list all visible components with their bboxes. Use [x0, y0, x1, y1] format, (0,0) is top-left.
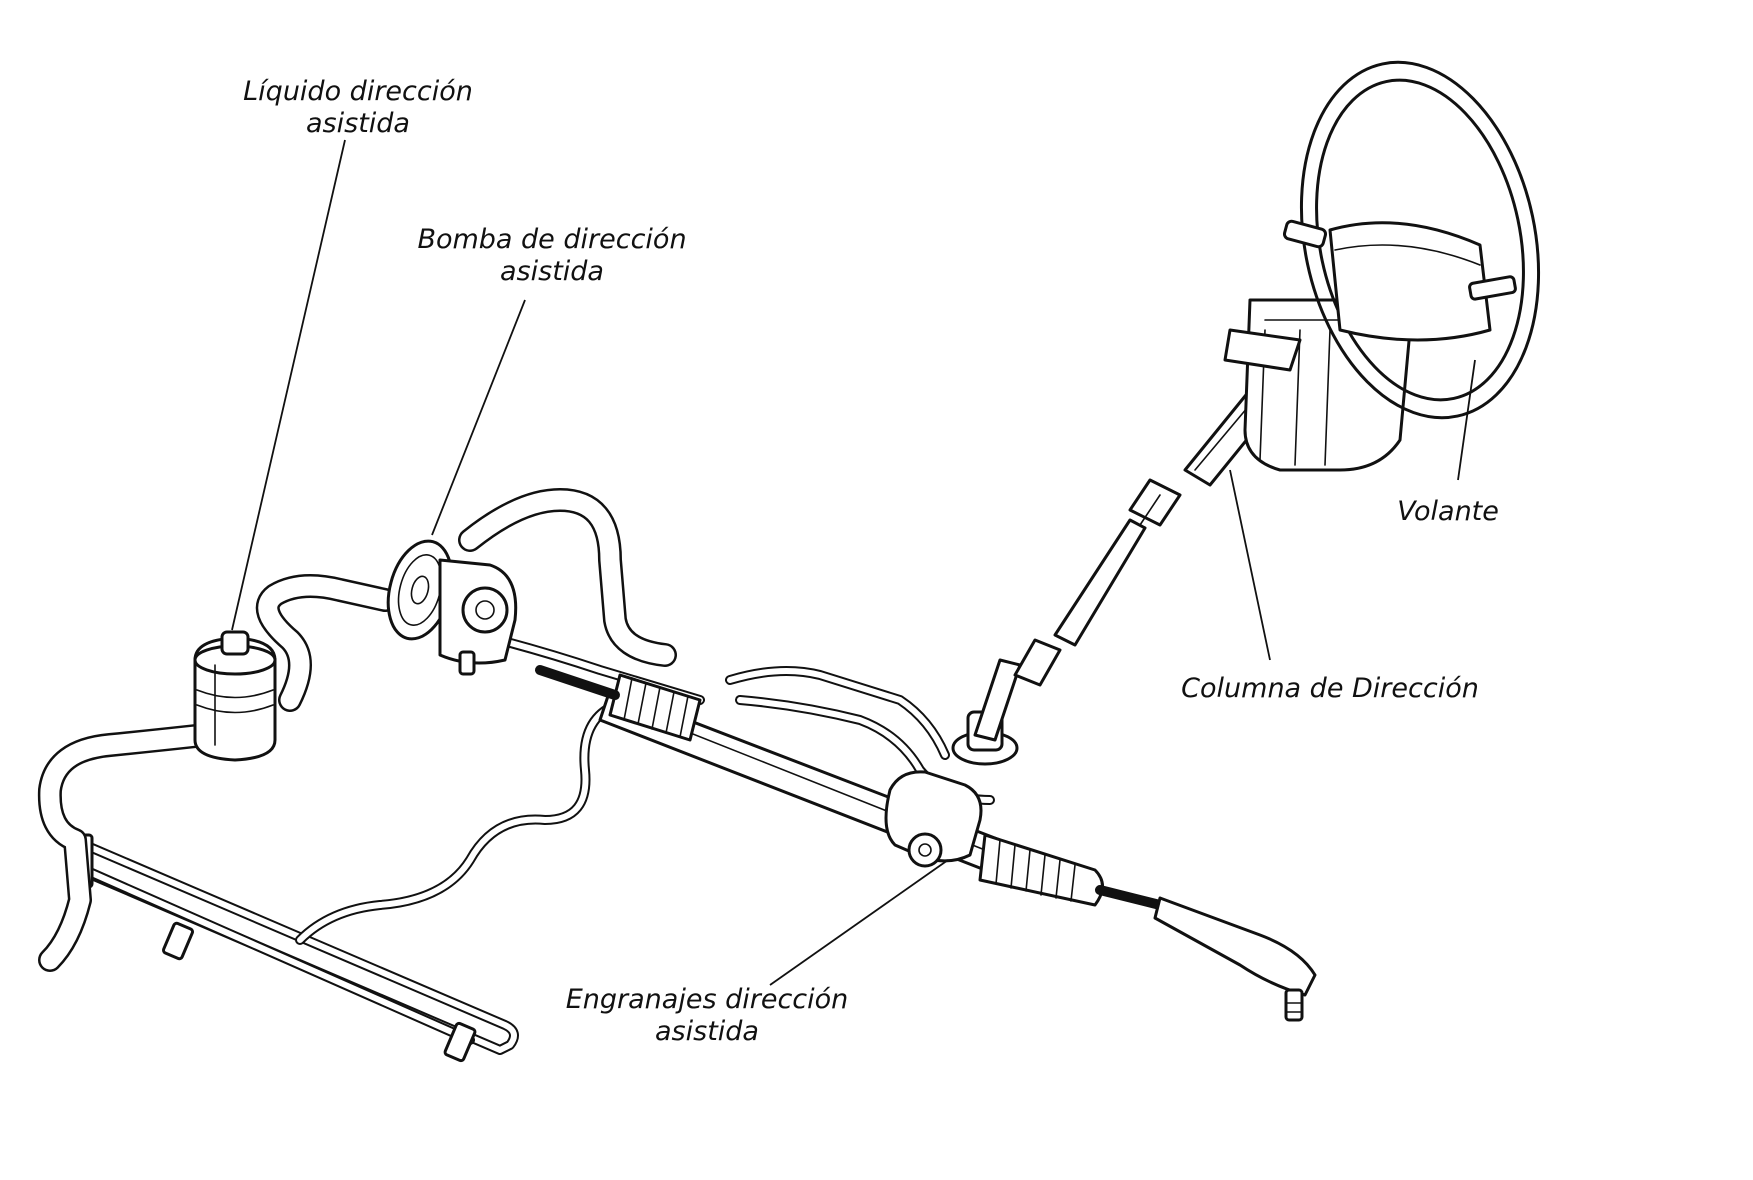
label-steering-wheel: Volante: [1397, 496, 1499, 527]
label-rack-line1: Engranajes dirección: [566, 984, 849, 1015]
leader-lines: [231, 139, 1476, 986]
wheel-illustration: [1223, 60, 1541, 472]
pump-illustration: [386, 539, 518, 676]
label-reservoir-line1: Líquido dirección: [243, 76, 473, 107]
reservoir-illustration: [193, 630, 277, 762]
label-pump-line2: asistida: [500, 256, 604, 287]
label-steering-column: Columna de Dirección: [1181, 673, 1479, 704]
cooler-loop: [68, 833, 519, 1063]
label-reservoir-line2: asistida: [306, 108, 410, 139]
label-rack-line2: asistida: [655, 1016, 759, 1047]
rack-illustration: [535, 665, 1317, 1022]
callout-labels: Líquido dirección asistida Bomba de dire…: [243, 76, 1499, 1047]
label-pump-line1: Bomba de dirección: [417, 224, 686, 255]
